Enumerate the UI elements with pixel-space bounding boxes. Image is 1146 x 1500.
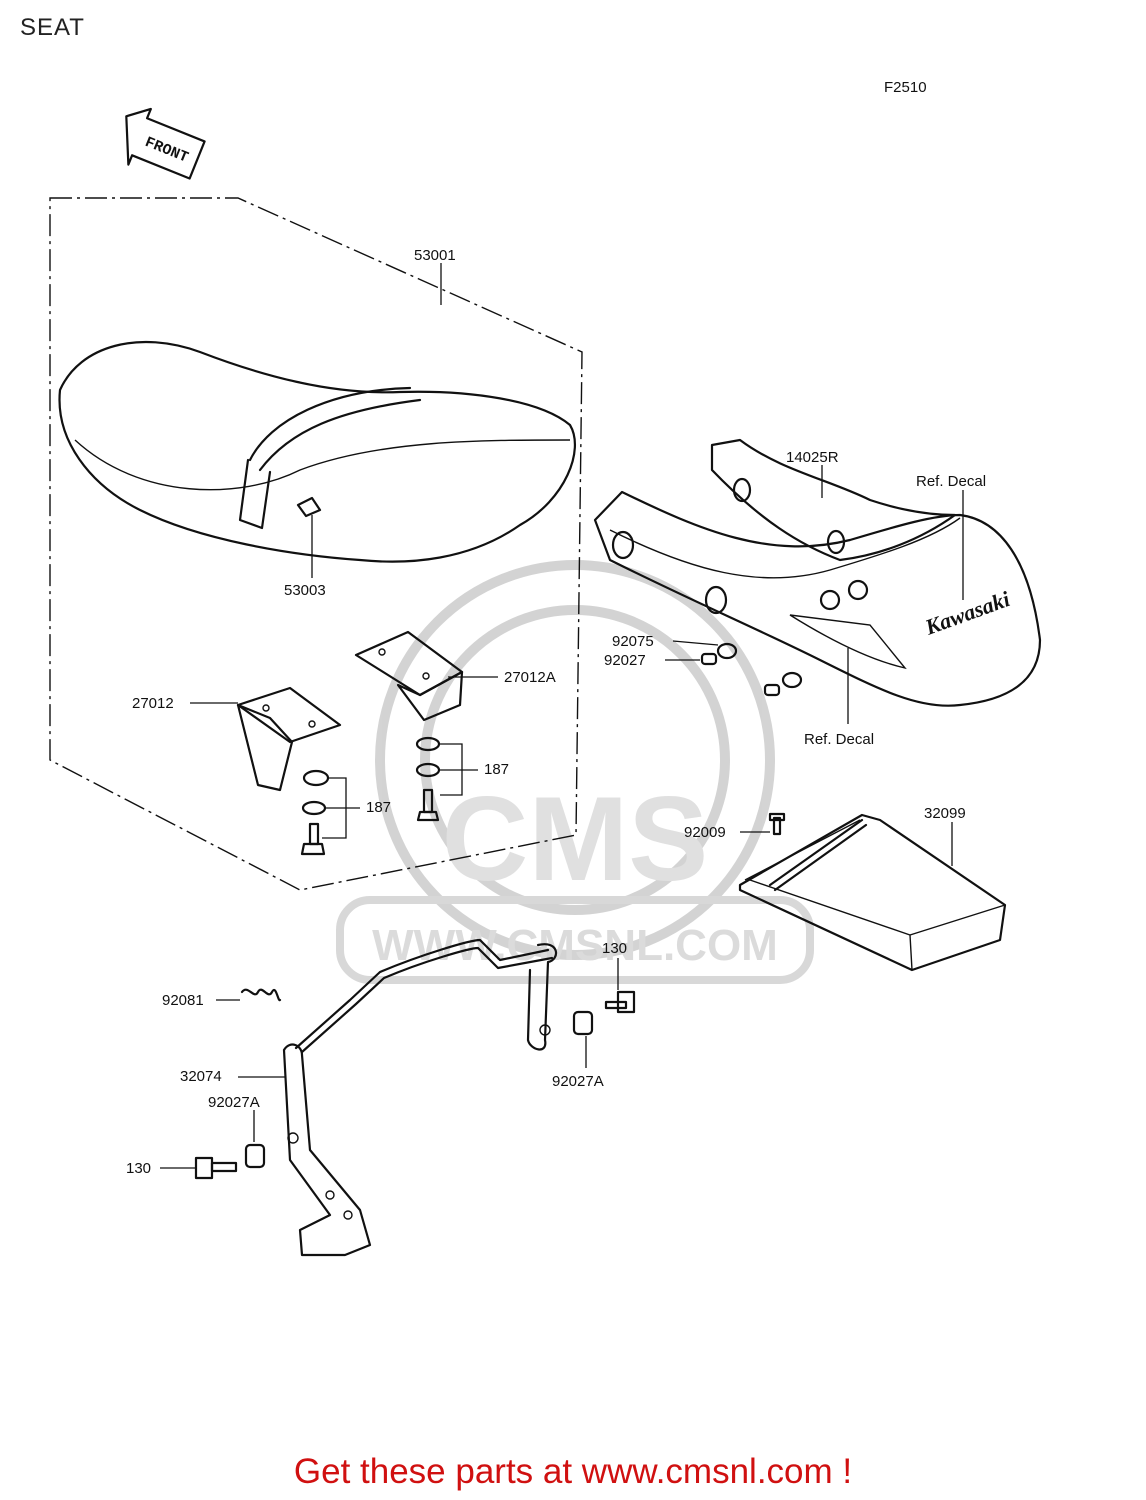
page-title: SEAT <box>20 14 85 41</box>
part-label-32099: 32099 <box>924 805 966 822</box>
front-arrow-icon: FRONT <box>125 107 206 180</box>
part-label-92027: 92027 <box>604 652 646 669</box>
part-label-14025R: 14025R <box>786 449 839 466</box>
ref-decal-bottom: Ref. Decal <box>804 731 874 748</box>
part-label-187-left: 187 <box>366 799 391 816</box>
part-label-187-right: 187 <box>484 761 509 778</box>
plate-14025R[interactable] <box>710 438 957 562</box>
collar-92027A-left[interactable] <box>244 1143 266 1169</box>
screw-92009[interactable] <box>768 812 786 836</box>
tray-32099[interactable] <box>738 813 1007 972</box>
grommet-92075[interactable] <box>716 642 803 689</box>
bolt-130-right[interactable] <box>604 990 636 1014</box>
seat-53001[interactable] <box>58 340 576 563</box>
part-label-130-left: 130 <box>126 1160 151 1177</box>
part-label-92009: 92009 <box>684 824 726 841</box>
part-label-92027A-left: 92027A <box>208 1094 260 1111</box>
cms-watermark: CMS WWW.CMSNL.COM <box>336 560 814 984</box>
lock-bracket-32074[interactable] <box>282 938 558 1257</box>
collar-92027A-right[interactable] <box>572 1010 594 1036</box>
spring-92081[interactable] <box>240 988 282 1002</box>
part-label-92075: 92075 <box>612 633 654 650</box>
kawasaki-logo: Kawasaki <box>921 586 1014 640</box>
fasteners-187-left[interactable] <box>300 769 330 856</box>
part-label-32074: 32074 <box>180 1068 222 1085</box>
tail-cover[interactable]: Kawasaki <box>593 490 1042 707</box>
footer-link[interactable]: Get these parts at www.cmsnl.com ! <box>293 1452 853 1491</box>
part-label-27012: 27012 <box>132 695 174 712</box>
watermark-brand: CMS <box>442 772 709 906</box>
part-label-27012A: 27012A <box>504 669 556 686</box>
collar-92027[interactable] <box>700 652 781 697</box>
part-label-92081: 92081 <box>162 992 204 1009</box>
figure-code: F2510 <box>884 79 927 96</box>
bracket-27012A[interactable] <box>354 630 464 722</box>
watermark-url: WWW.CMSNL.COM <box>372 921 778 970</box>
fasteners-187-right[interactable] <box>415 736 441 822</box>
part-label-53001: 53001 <box>414 247 456 264</box>
footer-cta: Get these parts at www.cmsnl.com ! <box>0 1452 1146 1492</box>
part-label-92027A-right: 92027A <box>552 1073 604 1090</box>
seat-assembly-outline <box>49 197 583 891</box>
part-label-130-right: 130 <box>602 940 627 957</box>
bracket-27012[interactable] <box>236 686 342 792</box>
ref-decal-top: Ref. Decal <box>916 473 986 490</box>
part-label-53003: 53003 <box>284 582 326 599</box>
bolt-130-left[interactable] <box>194 1156 238 1180</box>
